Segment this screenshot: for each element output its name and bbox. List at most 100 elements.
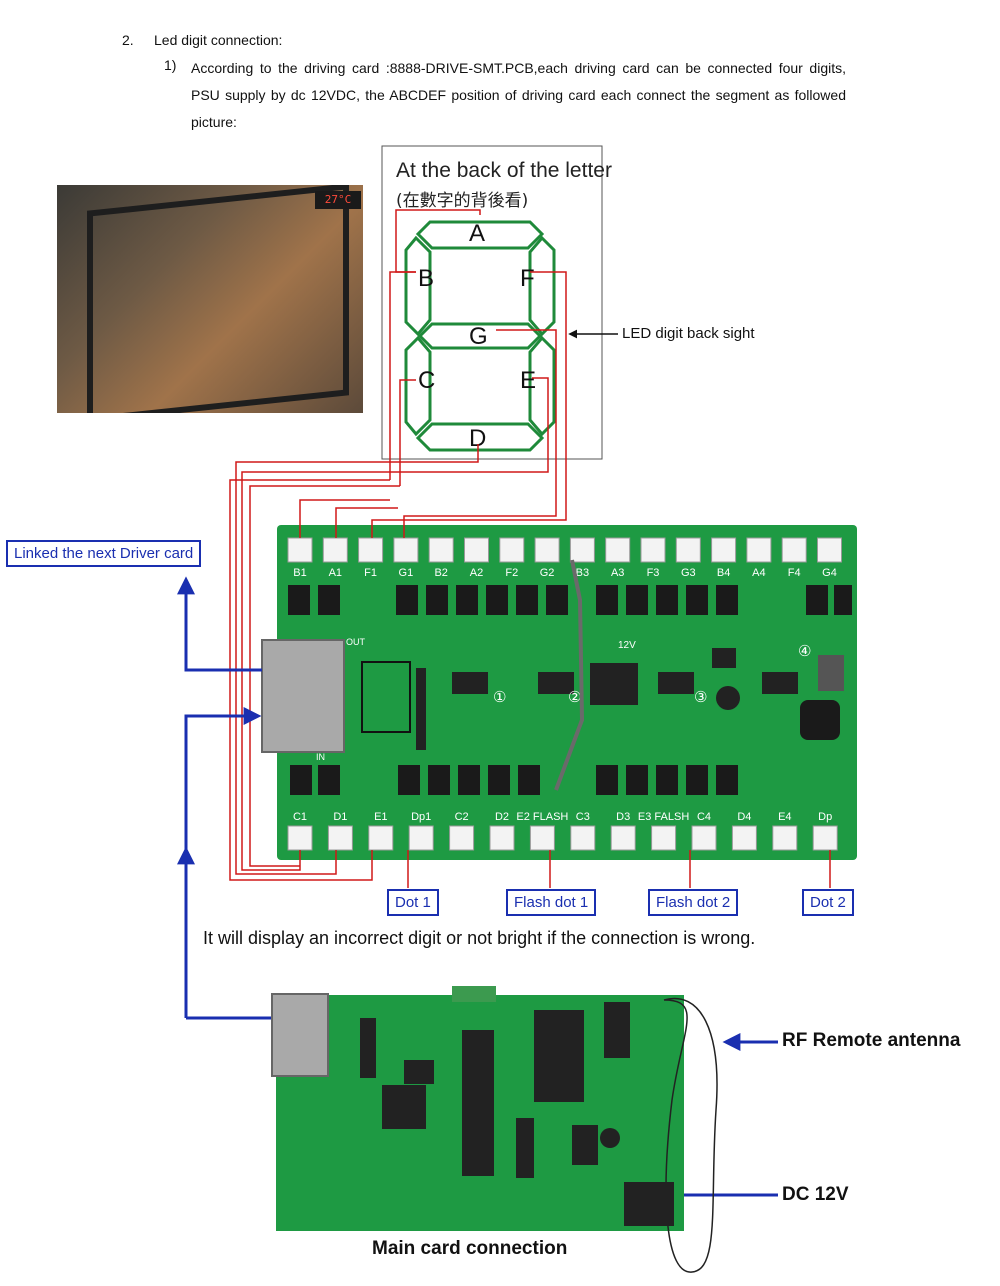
antenna-wire: [554, 559, 585, 791]
connector-e2-flash: [529, 825, 555, 851]
connector-e4: [772, 825, 798, 851]
wire-g: [403, 329, 557, 538]
segment-label-a: A: [469, 220, 485, 247]
pin-label: G4: [822, 567, 837, 579]
mosfet: [656, 765, 678, 795]
pin-label: C4: [697, 811, 711, 823]
pin-label: B2: [434, 567, 447, 579]
connector-d4: [731, 825, 757, 851]
wire-a1: [335, 507, 398, 538]
linked-next-label: Linked the next Driver card: [6, 540, 202, 567]
rtc-module: [534, 1010, 584, 1102]
main-rj45-port: [271, 993, 329, 1077]
mosfet: [626, 585, 648, 615]
mosfet: [596, 585, 618, 615]
connector-b3: [569, 537, 595, 563]
rf-ic: [604, 1002, 630, 1058]
driver-ic: [762, 672, 798, 694]
segment-e: [528, 335, 556, 437]
pin-label: Dp: [818, 811, 832, 823]
mosfet: [656, 585, 678, 615]
connector-dp1: [408, 825, 434, 851]
driver-ic: [658, 672, 694, 694]
wire-e: [241, 377, 549, 871]
header-block: [361, 661, 411, 733]
logic-ic: [360, 1018, 376, 1078]
connector-f1: [358, 537, 384, 563]
connector-d2: [489, 825, 515, 851]
mosfet: [686, 585, 708, 615]
capacitor: [716, 686, 740, 710]
pin-label: D1: [333, 811, 347, 823]
digit-box-subtitle: (在數字的背後看): [396, 191, 528, 211]
mosfet: [716, 585, 738, 615]
mosfet: [288, 585, 310, 615]
logic-ic: [382, 1085, 426, 1129]
pin-label: E4: [778, 811, 791, 823]
section-title: Led digit connection:: [154, 32, 283, 48]
pin-label: G2: [540, 567, 555, 579]
mosfet: [318, 765, 340, 795]
microcontroller: [462, 1030, 494, 1176]
pin-label: A4: [752, 567, 765, 579]
connector-g3: [675, 537, 701, 563]
connector-f3: [640, 537, 666, 563]
logic-ic: [572, 1125, 598, 1165]
dot1-label: Dot 1: [387, 889, 439, 916]
mosfet: [716, 765, 738, 795]
pin-label: F3: [647, 567, 660, 579]
mosfet: [318, 585, 340, 615]
section-number: 2.: [122, 32, 134, 48]
pin-label: C3: [576, 811, 590, 823]
regulator: [818, 655, 844, 691]
connector-f4: [781, 537, 807, 563]
section-heading: 2. Led digit connection:: [122, 32, 282, 48]
rf-antenna-loop: [663, 997, 718, 1273]
mosfet: [428, 765, 450, 795]
pin-label: E1: [374, 811, 387, 823]
mosfet: [486, 585, 508, 615]
warning-text: It will display an incorrect digit or no…: [203, 928, 756, 948]
driver-ic: [538, 672, 574, 694]
pin-label: A1: [329, 567, 342, 579]
pin-label: B1: [293, 567, 306, 579]
segment-f: [528, 235, 556, 337]
red-wiring: [229, 209, 831, 888]
circle-number-4: ④: [798, 642, 811, 660]
port-in-label: IN: [316, 752, 325, 762]
pin-label: F4: [788, 567, 801, 579]
wire-e1: [229, 479, 390, 881]
top-terminal: [452, 986, 496, 1002]
main-capacitor: [600, 1128, 620, 1148]
mosfet: [626, 765, 648, 795]
connector-a1: [322, 537, 348, 563]
wire-f: [371, 271, 567, 538]
circle-number-3: ③: [694, 688, 707, 706]
pin-label: E2 FLASH: [516, 811, 568, 823]
wire-c1: [249, 485, 400, 867]
wire-b1: [299, 499, 390, 538]
segment-label-d: D: [469, 425, 486, 452]
power-terminal: [590, 663, 638, 705]
connector-a3: [605, 537, 631, 563]
pin-label: A3: [611, 567, 624, 579]
connector-f2: [499, 537, 525, 563]
mosfet: [596, 765, 618, 795]
segment-a: [415, 220, 545, 250]
connector-e1: [368, 825, 394, 851]
circle-number-2: ②: [568, 688, 581, 706]
wire-c: [399, 379, 416, 486]
pin-label: F1: [364, 567, 377, 579]
segment-c: [404, 335, 432, 437]
segment-label-e: E: [520, 367, 536, 394]
mosfet: [398, 765, 420, 795]
mosfet: [396, 585, 418, 615]
logic-ic: [516, 1118, 534, 1178]
led-back-sight-label: LED digit back sight: [622, 325, 755, 342]
logic-ic: [404, 1060, 434, 1084]
jumper-block: [712, 648, 736, 668]
pin-label: D4: [737, 811, 751, 823]
